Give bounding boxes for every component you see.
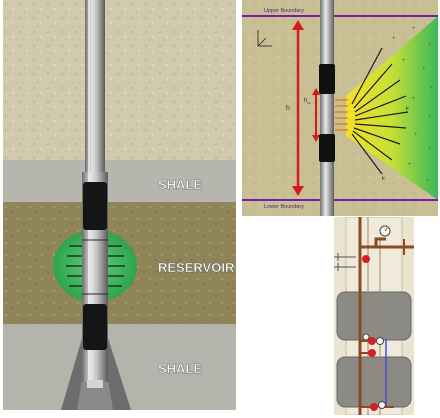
- pressure-gauge-icon-lower: [378, 401, 386, 409]
- valve-icon-lower: [370, 403, 378, 411]
- coordinate-axes-icon: [257, 30, 272, 47]
- upper-shale-layer: [3, 160, 236, 202]
- upper-schematic-packer: [336, 291, 412, 341]
- upper-packer: [83, 182, 107, 230]
- upper-shale-label: SHALE: [158, 177, 202, 192]
- lower-tool-packer: [319, 134, 335, 162]
- flow-schematic-panel: + + + + + + + + + + + + Upper Boundary Lower Bou…: [242, 0, 438, 216]
- flow-arrows: [351, 47, 409, 175]
- upper-boundary-label: Upper Boundary: [264, 8, 304, 14]
- upper-rock-layer: [3, 0, 236, 160]
- height-label: h: [286, 105, 290, 112]
- wellbore-cross-section-panel: SHALE RESERVOIR SHALE: [3, 0, 236, 410]
- side-probes: [334, 253, 356, 271]
- pressure-gauge-icon-middle: [376, 337, 384, 345]
- open-interval-arrow: [312, 88, 320, 142]
- svg-text:+: +: [392, 36, 396, 42]
- svg-text:+: +: [412, 96, 416, 102]
- svg-text:+: +: [414, 132, 418, 138]
- svg-text:+: +: [426, 178, 430, 184]
- reservoir-label: RESERVOIR: [158, 260, 235, 275]
- valve-icon-upper: [362, 255, 370, 263]
- upper-tool-packer: [319, 64, 335, 94]
- flow-fan: [346, 16, 438, 200]
- tool-schematic-diagram: [334, 217, 414, 415]
- open-interval-label: hw: [304, 98, 310, 105]
- svg-text:+: +: [408, 162, 412, 168]
- lower-packer: [83, 304, 107, 350]
- svg-text:+: +: [428, 42, 432, 48]
- lower-boundary-label: Lower Boundary: [264, 204, 304, 210]
- tool-schematic-panel: [334, 217, 414, 415]
- lower-schematic-packer: [336, 356, 412, 408]
- svg-text:+: +: [422, 66, 426, 72]
- flow-label: k: [382, 176, 385, 182]
- svg-text:+: +: [430, 86, 434, 92]
- svg-text:+: +: [402, 58, 406, 64]
- height-arrow: [292, 20, 304, 196]
- lower-shale-label: SHALE: [158, 361, 202, 376]
- valve-icon-middle-1: [368, 337, 376, 345]
- svg-text:+: +: [428, 114, 432, 120]
- wellbore-cross-section-diagram: SHALE RESERVOIR SHALE: [3, 0, 236, 410]
- svg-text:+: +: [428, 146, 432, 152]
- valve-icon-middle-2: [368, 349, 376, 357]
- injection-lines: [335, 99, 348, 131]
- k-label: k: [406, 106, 409, 112]
- flow-schematic-diagram: + + + + + + + + + + + + Upper Boundary Lower Bou…: [242, 0, 438, 216]
- svg-text:+: +: [412, 26, 416, 32]
- tool-pipe: [320, 0, 334, 216]
